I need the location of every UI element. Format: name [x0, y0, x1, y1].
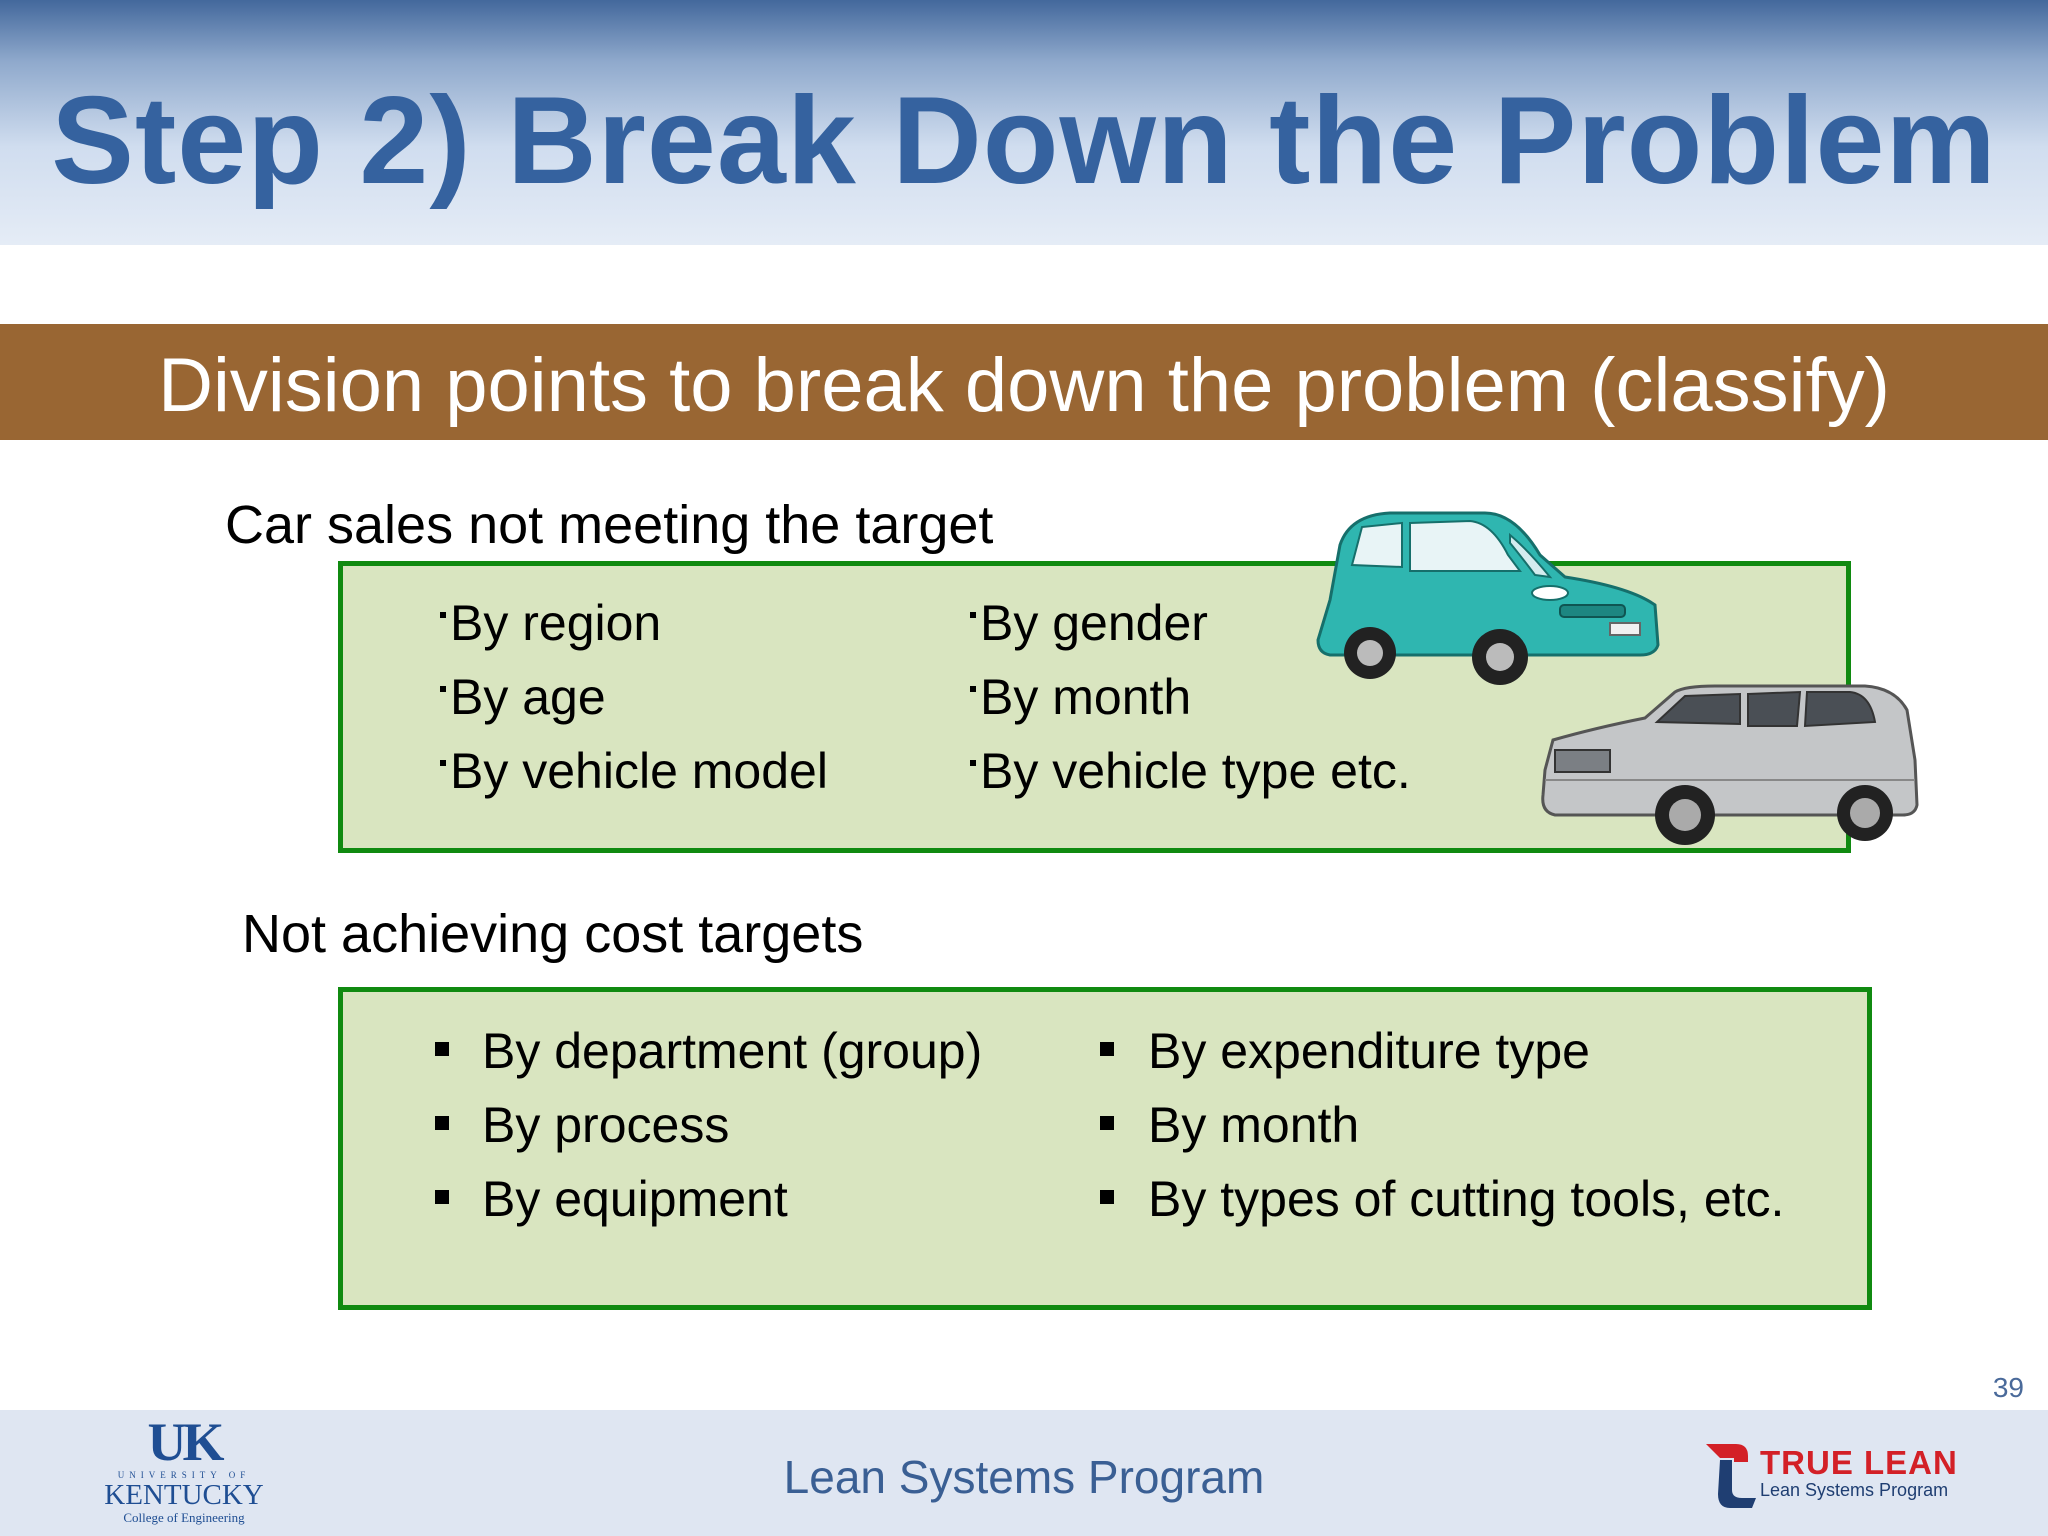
section2-right-item: By expenditure type [1148, 1023, 1590, 1079]
section1-heading: Car sales not meeting the target [225, 495, 994, 555]
footer-program-label: Lean Systems Program [783, 1451, 1265, 1503]
bullet-icon [435, 1116, 449, 1130]
section1-right-item: By gender [970, 594, 1208, 652]
slide-title: Step 2) Break Down the Problem [51, 72, 1997, 210]
uk-logo: UK UNIVERSITY OF KENTUCKY College of Eng… [104, 1414, 264, 1526]
section2-right-item: By month [1148, 1097, 1360, 1153]
section1-left-item: By vehicle model [440, 742, 828, 800]
section2-box [338, 987, 1872, 1310]
uk-logo-name: KENTUCKY [104, 1479, 264, 1511]
section1-left-item: By age [440, 668, 606, 726]
uk-logo-college: College of Engineering [123, 1510, 245, 1525]
section1-left-item: By region [440, 594, 661, 652]
section2-right-item: By types of cutting tools, etc. [1148, 1171, 1785, 1227]
silver-suv-image [1541, 684, 1919, 845]
true-lean-mark-icon [1706, 1444, 1756, 1508]
uk-logo-university: UNIVERSITY OF [117, 1470, 251, 1480]
bullet-icon [435, 1190, 449, 1204]
slide-subtitle: Division points to break down the proble… [158, 343, 1890, 428]
section2-left-item: By department (group) [482, 1023, 983, 1079]
subtitle-band [0, 324, 2048, 440]
true-lean-logo: TRUE LEAN Lean Systems Program [1702, 1440, 1957, 1510]
section2-heading: Not achieving cost targets [242, 904, 864, 964]
bullet-icon [1100, 1190, 1114, 1204]
section2-left-item: By equipment [482, 1171, 788, 1227]
bullet-icon [1100, 1042, 1114, 1056]
title-band [0, 0, 2048, 245]
bullet-icon [435, 1042, 449, 1056]
teal-minivan-image [1316, 511, 1660, 685]
footer-bar [0, 1410, 2048, 1536]
true-lean-name: TRUE LEAN [1760, 1444, 1958, 1481]
bullet-icon [1100, 1116, 1114, 1130]
section2-left-item: By process [482, 1097, 730, 1153]
section1-right-item: By month [970, 668, 1191, 726]
uk-logo-mark: UK [147, 1412, 225, 1472]
true-lean-tagline: Lean Systems Program [1760, 1480, 1949, 1500]
section1-right-item: By vehicle type etc. [970, 742, 1411, 800]
page-number: 39 [1992, 1372, 2024, 1403]
